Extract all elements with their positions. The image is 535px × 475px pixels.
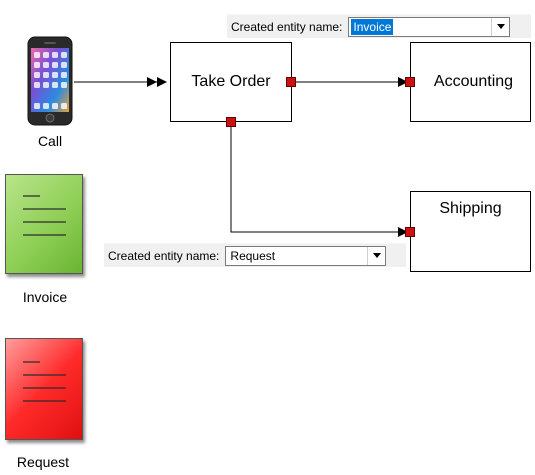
output-port-bottom[interactable] [226, 117, 236, 127]
combo-value: Request [230, 248, 276, 263]
input-port[interactable] [405, 77, 415, 87]
palette-label-call: Call [37, 133, 63, 149]
chevron-down-icon [372, 253, 381, 258]
node-label: Shipping [439, 199, 502, 217]
node-label: Accounting [433, 73, 514, 90]
palette-item-request[interactable] [5, 338, 83, 440]
combo-label: Created entity name: [108, 248, 220, 263]
palette-label-invoice: Invoice [22, 289, 68, 305]
smartphone-icon [27, 36, 73, 126]
arrowhead-icon [157, 77, 167, 87]
combo-label: Created entity name: [231, 19, 343, 34]
palette-item-call[interactable] [27, 36, 75, 128]
entity-name-select[interactable]: Invoice [348, 16, 511, 37]
node-shipping[interactable]: Shipping [410, 191, 531, 272]
palette-item-invoice[interactable] [5, 174, 83, 274]
input-port[interactable] [405, 227, 415, 237]
arrowhead-icon [398, 77, 408, 87]
node-accounting[interactable]: Accounting [410, 42, 531, 122]
palette-label-request: Request [16, 454, 70, 470]
dropdown-button[interactable] [491, 17, 510, 36]
arrowhead-icon [147, 77, 157, 87]
edge-take-order-shipping [230, 126, 404, 233]
dropdown-button[interactable] [367, 246, 386, 265]
document-icon [23, 361, 66, 402]
chevron-down-icon [496, 24, 505, 29]
combo-value: Invoice [351, 18, 394, 35]
created-entity-name-combo-top: Created entity name: Invoice [227, 14, 531, 38]
arrowhead-icon [398, 227, 408, 237]
node-label: Take Order [191, 73, 271, 90]
created-entity-name-combo-bottom: Created entity name: Request [104, 243, 406, 267]
node-take-order[interactable]: Take Order [170, 42, 292, 122]
document-icon [23, 195, 66, 236]
output-port-right[interactable] [286, 77, 296, 87]
entity-name-select[interactable]: Request [225, 245, 387, 266]
